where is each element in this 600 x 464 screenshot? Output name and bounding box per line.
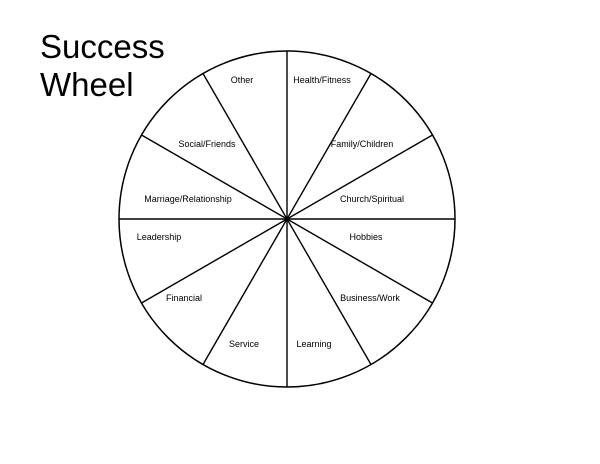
page-title: Success Wheel	[40, 28, 165, 104]
segment-label-family-children: Family/Children	[331, 139, 394, 149]
segment-label-other: Other	[231, 75, 254, 85]
segment-label-marriage-relationship: Marriage/Relationship	[144, 194, 232, 204]
segment-label-social-friends: Social/Friends	[178, 139, 236, 149]
segment-label-health-fitness: Health/Fitness	[293, 75, 351, 85]
title-line-1: Success	[40, 28, 165, 65]
segment-label-church-spiritual: Church/Spiritual	[340, 194, 404, 204]
segment-label-financial: Financial	[166, 293, 202, 303]
segment-label-service: Service	[229, 339, 259, 349]
wheel-divider-line	[202, 73, 372, 365]
segment-label-business-work: Business/Work	[340, 293, 400, 303]
title-line-2: Wheel	[40, 66, 134, 103]
segment-label-leadership: Leadership	[137, 232, 182, 242]
segment-label-hobbies: Hobbies	[349, 232, 383, 242]
segment-label-learning: Learning	[296, 339, 331, 349]
